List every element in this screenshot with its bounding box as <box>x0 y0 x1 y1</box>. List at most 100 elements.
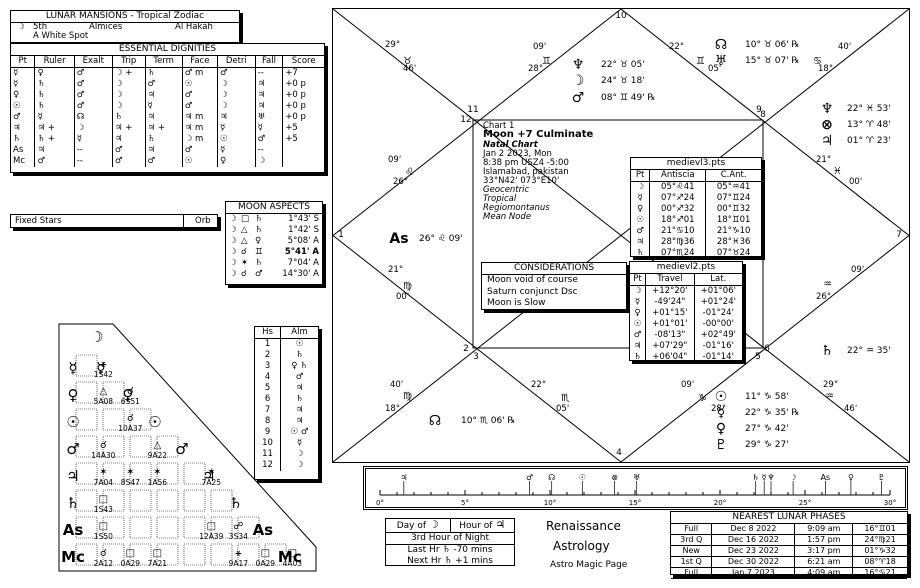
day-of-label: Day of <box>396 521 427 531</box>
house-number: 6 <box>764 344 770 354</box>
dignity-header: Trip <box>111 56 146 68</box>
aspect-orb: 7°04' A <box>287 258 319 268</box>
travel-cell: -01°16' <box>693 341 742 352</box>
almuten-cell: 2 <box>264 350 271 360</box>
dignity-row: ☉♄♂☽☿♂☽♃+0 p <box>11 101 324 112</box>
fixed-stars-panel: Fixed Stars Orb <box>10 214 218 228</box>
ruler-planet-icon: ☽ <box>790 473 797 482</box>
mansion-description: A White Spot <box>33 31 89 41</box>
moon-icon: ☽ <box>17 22 25 32</box>
antiscia-cell: ♄ <box>636 248 644 258</box>
almuten-cell: 12 <box>262 460 273 470</box>
dignity-cell: ♃ <box>13 123 21 133</box>
dignity-cell: ☊ <box>73 112 113 123</box>
mansion-arabic-name: Al Hakah <box>175 22 213 32</box>
sign-icon: ♏ <box>561 393 570 404</box>
almuten-cell: ♃ <box>280 383 318 394</box>
mansion-name: Almices <box>89 22 123 32</box>
dignity-cell: ♂ <box>13 112 21 122</box>
lunar-phase-cell: Dec 23 2022 <box>711 545 795 557</box>
grid-cell <box>129 489 152 512</box>
aspect-value: 7A04 <box>94 478 114 487</box>
fixed-stars-orb: Orb <box>195 216 211 226</box>
moon-aspect-row: ☽ □ ♄ 1°43' S <box>226 214 322 225</box>
grid-cell <box>75 381 98 404</box>
lunar-phase-cell: 9:09 am <box>794 524 853 535</box>
aspect-value: 9A22 <box>148 451 168 460</box>
dignity-cell: ♃ <box>144 112 183 123</box>
aspect-orb: 5°41' A <box>284 247 319 257</box>
dignity-cell: ♃ <box>144 145 183 156</box>
mansion-number: 5th <box>33 22 48 32</box>
travel-cell: -01°14' <box>693 352 742 363</box>
degree-ruler: 0°5°10°15°20°25°30°♃♂☊☉⊗♅♄☿♆☽As♀♇ <box>363 466 908 510</box>
travel-row: ♄+06'04"-01°14' <box>630 352 742 363</box>
grid-cell <box>156 462 179 485</box>
grid-planet-diagonal: ♃ <box>202 467 215 485</box>
lunar-phase-cell: 24°♍21 <box>852 534 907 546</box>
travel-title: medievl2.pts <box>630 262 742 274</box>
aspect-glyph: □ <box>241 214 250 224</box>
sign-icon: ♓ <box>833 166 842 177</box>
planet-position: 22° ♓ 53' <box>847 104 891 114</box>
dignity-cell: ♃ + <box>144 123 183 134</box>
planet-glyph: ♂ <box>572 90 585 106</box>
antiscia-cell: 07°♉24 <box>705 248 761 259</box>
planet-position: 22° ♒ 35' <box>847 346 891 356</box>
chart-label: Chart 1 <box>483 121 515 131</box>
sign-icon: ♒ <box>823 279 832 290</box>
dignity-cell: +0 p <box>282 79 324 90</box>
grid-planet-diagonal: ☉ <box>148 413 161 431</box>
aspect-glyph: ✶ <box>241 258 249 268</box>
grid-planet-left: ♀ <box>68 386 79 404</box>
moon-aspect-row: ☽ ☌ ♊ 5°41' A <box>226 247 322 258</box>
aspect-value: 9A17 <box>229 559 249 568</box>
lunar-phase-cell: 16°♋21 <box>852 567 907 579</box>
grid-cell <box>183 462 206 485</box>
grid-cell <box>102 381 125 404</box>
dignity-cell: ♀ <box>216 156 256 167</box>
dignity-cell <box>282 156 324 167</box>
almuten-row: 2♄ <box>255 350 318 361</box>
grid-cell <box>75 435 98 458</box>
cusp-degree: 21° <box>388 265 403 275</box>
grid-planet-diagonal: ♀ <box>122 386 133 404</box>
planet-glyph: ♀ <box>716 421 726 437</box>
aspect-glyph: ✶ <box>207 467 215 478</box>
travel-cell: +01°06' <box>693 285 742 297</box>
aspect-value: 8S47 <box>121 478 140 487</box>
planet-position: 01° ♈ 23' <box>847 136 891 146</box>
grid-planet-left: ☿ <box>68 359 77 377</box>
sign-icon: ♊ <box>542 56 551 67</box>
cusp-degree: 21° <box>816 155 831 165</box>
sign-icon: ♍ <box>403 391 412 402</box>
planet-position: 10° ♉ 06' ℞ <box>745 40 800 50</box>
almuten-row: 10☿ <box>255 438 318 449</box>
grid-planet-left: As <box>63 521 84 539</box>
ruler-planet-icon: ♃ <box>400 473 407 482</box>
grid-cell <box>237 516 260 539</box>
antiscia-cell: 18°♐01 <box>649 215 706 226</box>
aspect-orb: 14°30' A <box>282 269 319 279</box>
ruler-planet-icon: ☊ <box>548 473 555 482</box>
planet-glyph: As <box>389 231 408 247</box>
planet-position: 10° ♏ 06' ℞ <box>461 416 516 426</box>
almuten-row: 3♀ ♄ <box>255 361 318 372</box>
dignity-cell: ♄ <box>111 112 146 123</box>
dignity-row: ♂☿☊♄♃♃ m♃♅+0 p <box>11 112 324 123</box>
house-number: 2 <box>463 344 469 354</box>
antiscia-cell: ☿ <box>637 193 643 203</box>
house-number: 9 <box>756 105 762 115</box>
aspect-glyph: □ <box>126 548 135 559</box>
considerations-panel: CONSIDERATIONS Moon void of course Satur… <box>481 262 627 310</box>
travel-cell: -00°00' <box>693 319 742 330</box>
lunar-phase-cell: 08°♈18 <box>852 556 907 568</box>
planetary-hours-panel: Day of ☽ Hour of ♃ 3rd Hour of Night Las… <box>385 518 515 566</box>
dignity-row: ♀♄♂☽♃♂☽♃+0 p <box>11 90 324 101</box>
grid-cell <box>102 516 125 539</box>
antiscia-cell: ☽ <box>636 182 644 192</box>
